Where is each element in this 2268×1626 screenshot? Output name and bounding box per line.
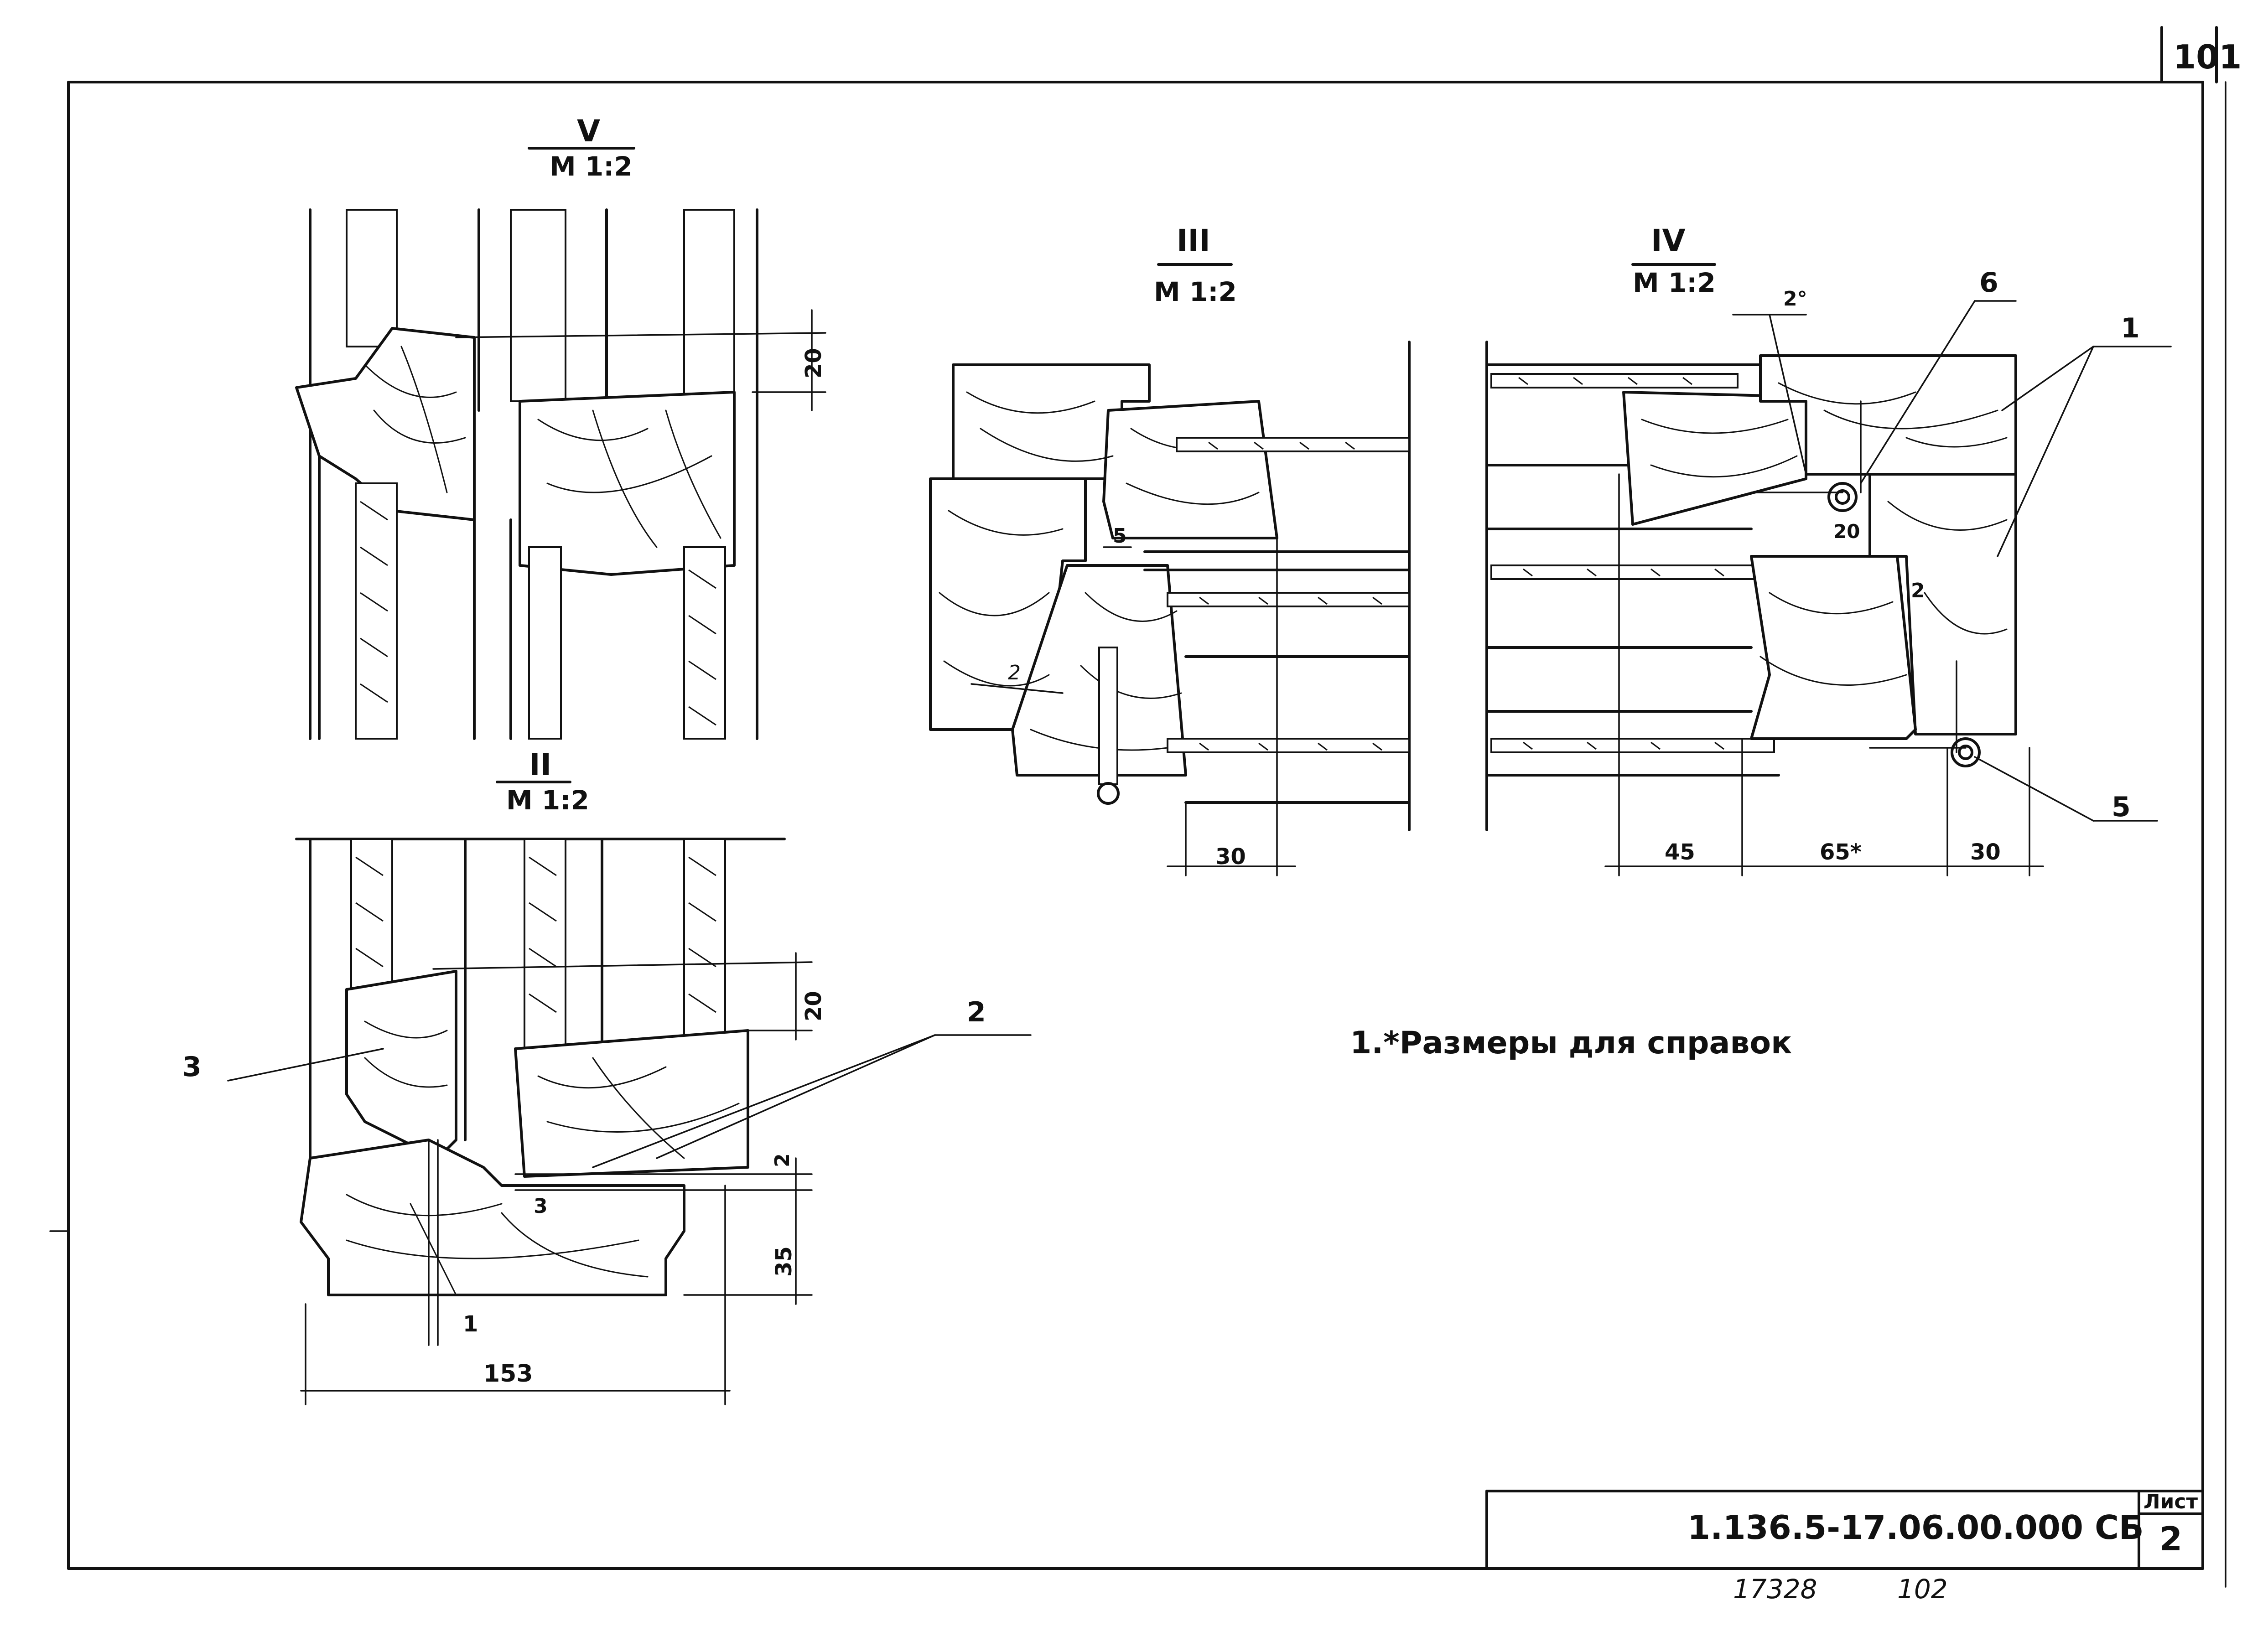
view-iv-callout-1: 1 <box>2121 312 2140 344</box>
view-iv-dim-45: 45 <box>1665 839 1695 865</box>
inventory-number: 17328 <box>1733 1574 1817 1605</box>
view-iv-dim-30: 30 <box>1970 839 2001 865</box>
view-ii-callout-2: 2 <box>967 996 986 1028</box>
view-iii-number: III <box>1177 223 1210 258</box>
view-iii-dim-30: 30 <box>1215 844 1246 870</box>
view-v-scale: М 1:2 <box>550 151 633 182</box>
view-iv-number: IV <box>1651 223 1686 258</box>
view-ii-heading: II М 1:2 <box>496 747 589 816</box>
view-v-number: V <box>577 114 600 149</box>
view-iii-dim-5: 5 <box>1113 524 1127 548</box>
corner-page-number: 101 <box>2173 38 2242 76</box>
view-iii-scale: М 1:2 <box>1154 276 1237 307</box>
dimensions-note: 1.*Размеры для справок <box>1350 1025 1792 1061</box>
view-ii-callout-3: 3 <box>182 1051 202 1083</box>
view-ii-dim-35: 35 <box>771 1246 797 1277</box>
view-ii-dim-1: 1 <box>463 1311 478 1337</box>
view-iii-callout-2: 2 <box>1008 661 1021 684</box>
view-ii-dim-153: 153 <box>483 1360 533 1388</box>
view-ii-dim-2: 2 <box>771 1153 794 1167</box>
view-v-drawing <box>295 208 826 740</box>
view-iv-callout-2: 2 <box>1911 579 1925 602</box>
sheet-frame <box>49 26 2226 1588</box>
view-ii-scale: М 1:2 <box>506 785 589 816</box>
sheet-label: Лист <box>2143 1490 2198 1513</box>
view-iii-drawing <box>929 341 1411 876</box>
view-v-dim-20: 20 <box>801 348 826 378</box>
view-iv-scale: М 1:2 <box>1633 267 1716 298</box>
title-block <box>1485 1490 2204 1570</box>
footer-page: 102 <box>1897 1574 1948 1605</box>
view-v-heading: V М 1:2 <box>528 114 635 182</box>
view-ii-callout-3b: 3 <box>534 1195 548 1218</box>
view-iv-dim-20: 20 <box>1833 520 1860 543</box>
sheet-number: 2 <box>2159 1520 2182 1558</box>
view-iii-heading: III М 1:2 <box>1154 223 1237 307</box>
view-ii-drawing <box>227 838 1032 1405</box>
view-ii-number: II <box>529 747 551 782</box>
view-iv-dim-angle: 2° <box>1783 287 1807 311</box>
view-ii-dim-20: 20 <box>801 991 826 1021</box>
view-iv-callout-6: 6 <box>1979 267 1998 299</box>
view-iv-drawing <box>1485 300 2172 876</box>
drawing-designation: 1.136.5-17.06.00.000 СБ <box>1687 1508 2144 1547</box>
view-iv-dim-65: 65* <box>1820 839 1862 865</box>
view-iv-heading: IV М 1:2 <box>1631 223 1716 298</box>
view-iv-callout-5: 5 <box>2112 791 2131 823</box>
